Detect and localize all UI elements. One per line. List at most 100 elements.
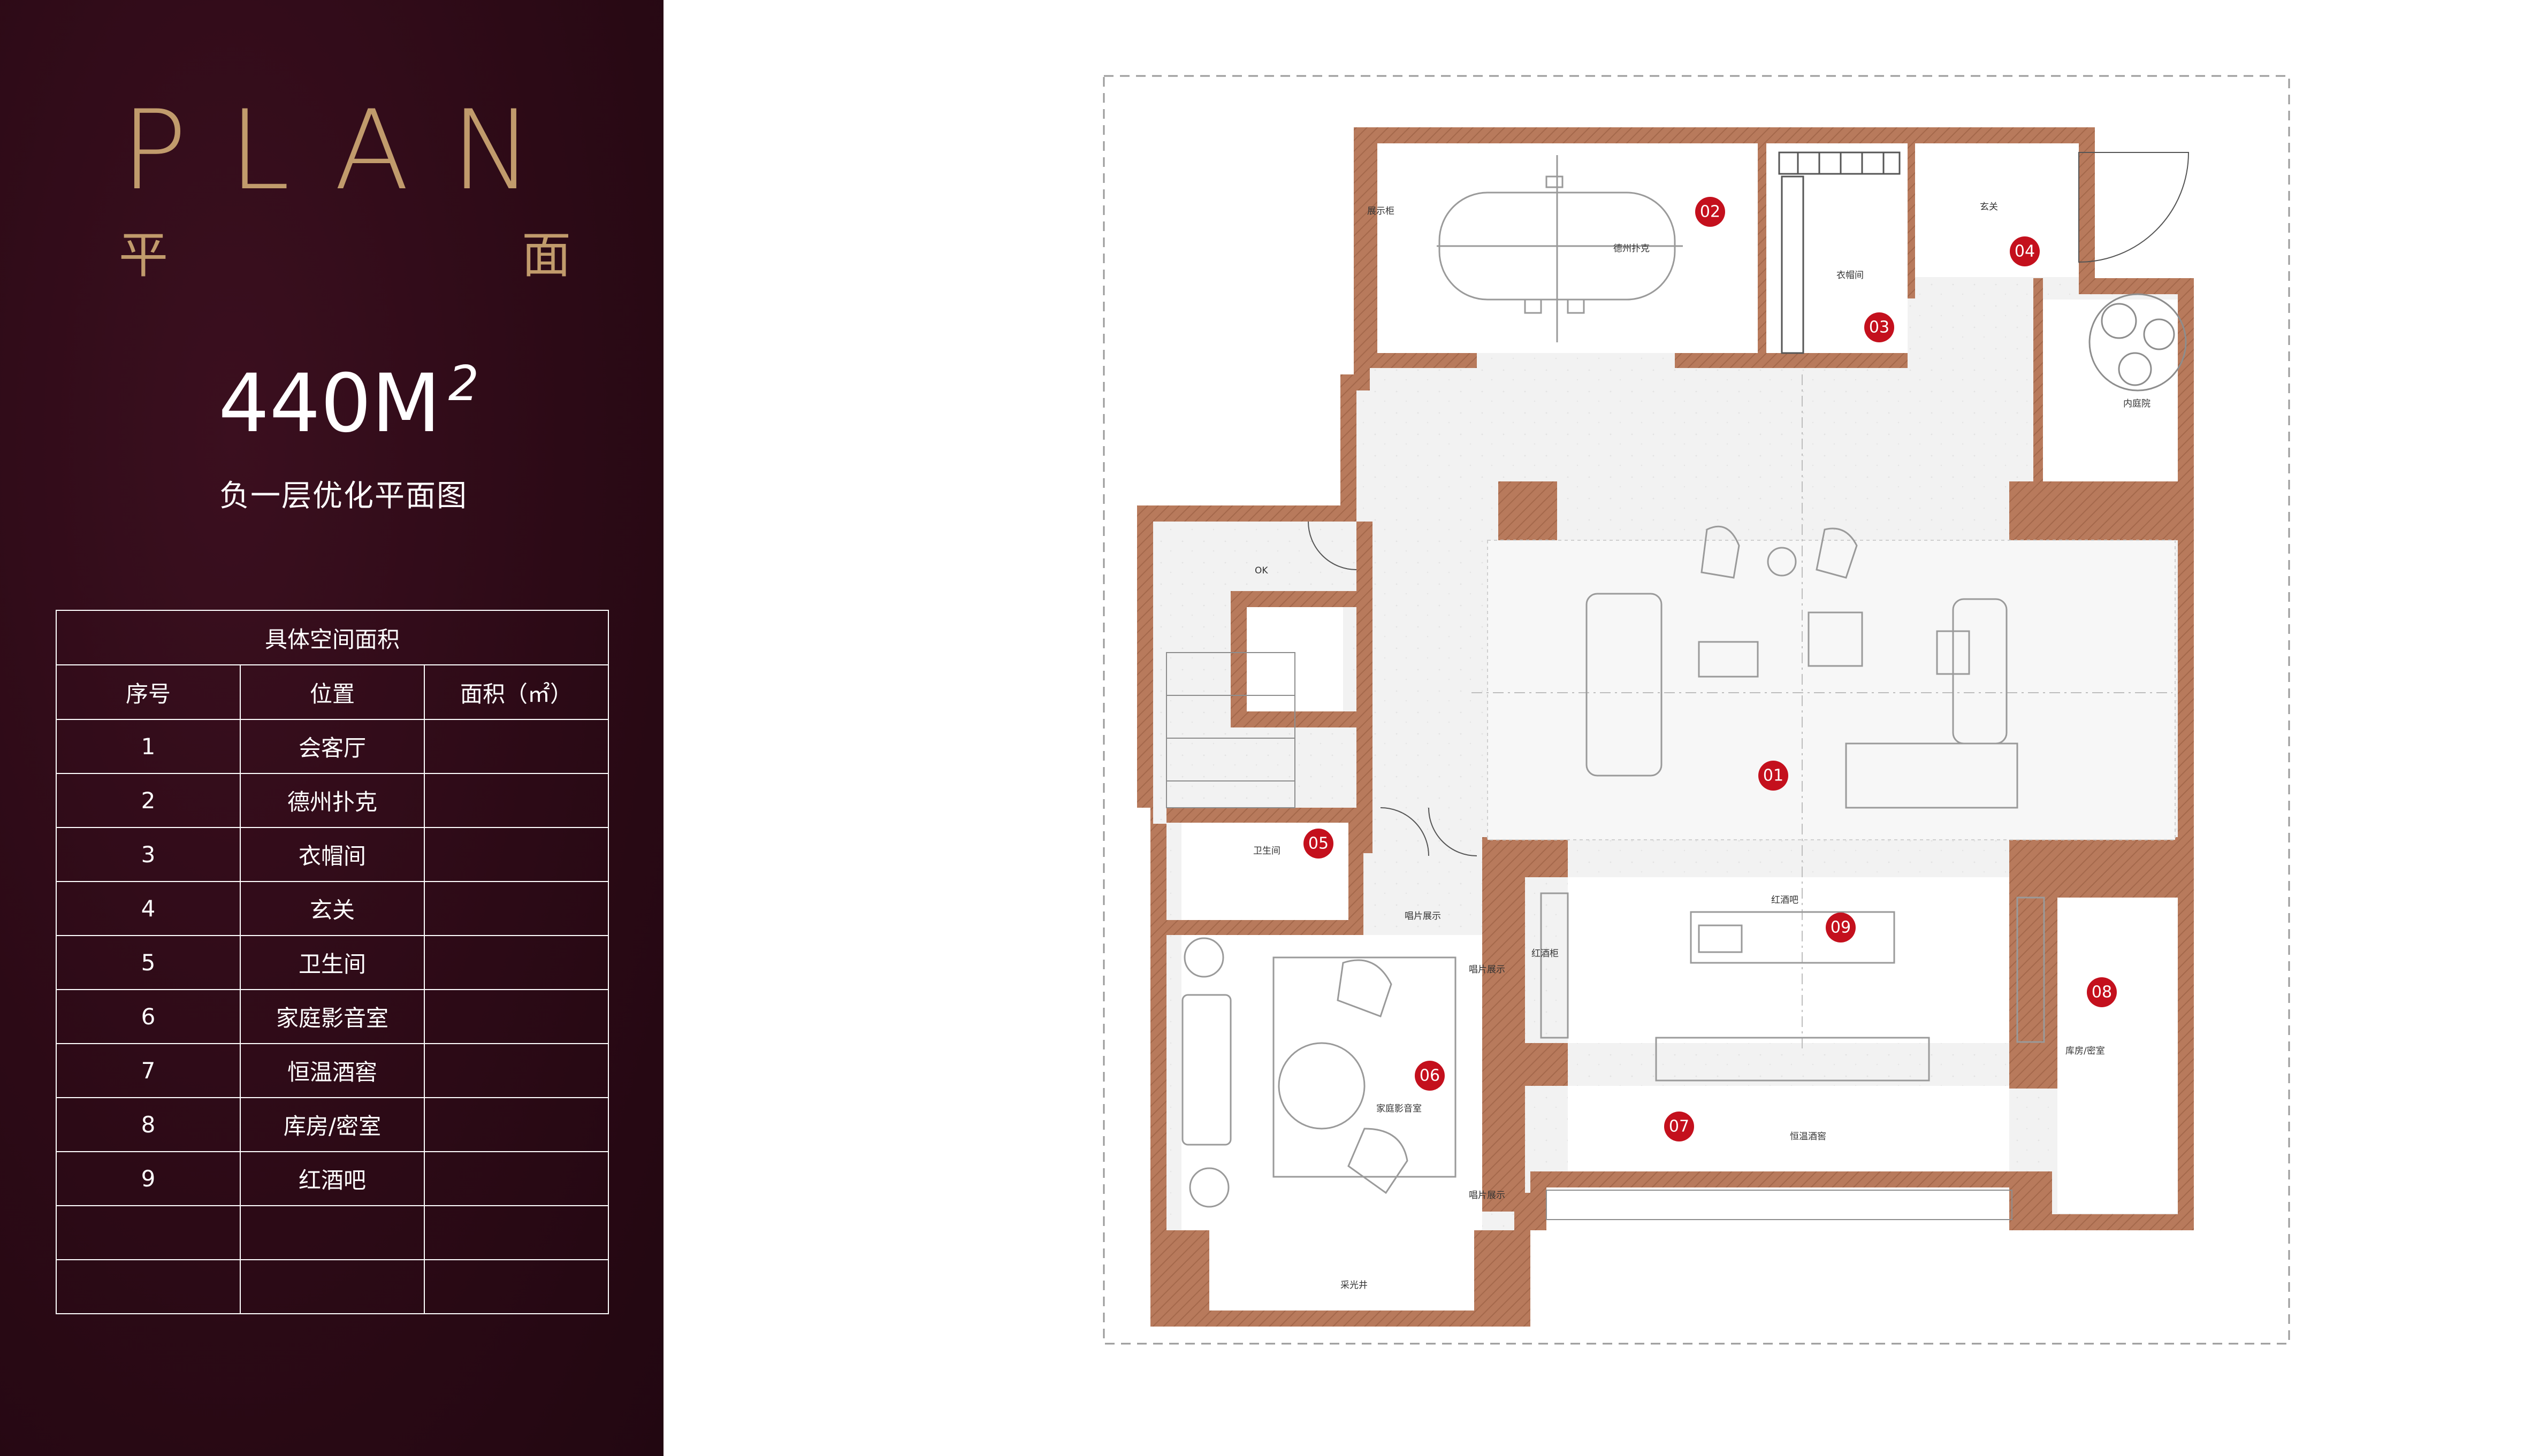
marker-02: 02: [1695, 197, 1725, 227]
doors: [1308, 152, 2190, 856]
cell-number: 2: [56, 773, 241, 828]
poker-furniture: [1437, 155, 1683, 342]
subtitle-left: 平: [119, 227, 169, 284]
tree-icon: [2088, 293, 2187, 392]
marker-01-label: 01: [1763, 767, 1783, 785]
cellar-rack: [1546, 1190, 2012, 1220]
cell-number: 7: [56, 1043, 241, 1098]
cell-area: [424, 1205, 609, 1260]
room-label-display: 展示柜: [1367, 206, 1394, 217]
cell-number: 6: [56, 989, 241, 1044]
room-label-cloak: 衣帽间: [1836, 270, 1864, 281]
cell-number: 4: [56, 881, 241, 936]
room-fills: [1181, 143, 2178, 1311]
cell-number: 5: [56, 935, 241, 990]
cell-location: 玄关: [240, 881, 425, 936]
room-label-theater: 家庭影音室: [1376, 1104, 1422, 1114]
column-header-area: 面积（㎡）: [424, 664, 609, 720]
room-label-bar-cabinet: 红酒柜: [1531, 948, 1559, 959]
area-superscript: 2: [448, 356, 479, 412]
cell-area: [424, 719, 609, 774]
marker-07: 07: [1664, 1112, 1694, 1141]
cell-area: [424, 1043, 609, 1098]
marker-09-label: 09: [1831, 918, 1851, 937]
cell-number: 3: [56, 827, 241, 882]
living-zone: [1487, 540, 2176, 840]
room-label-inner-garden: 内庭院: [2123, 399, 2151, 409]
cell-location: 恒温酒窖: [240, 1043, 425, 1098]
room-label-bar: 红酒吧: [1771, 895, 1798, 906]
cell-location: 卫生间: [240, 935, 425, 990]
cell-area: [424, 881, 609, 936]
cell-location: 库房/密室: [240, 1097, 425, 1152]
marker-04-label: 04: [2015, 242, 2035, 261]
room-label-record-display: 唱片展示: [1469, 1190, 1505, 1201]
marker-06-label: 06: [1420, 1067, 1440, 1085]
marker-08-label: 08: [2092, 983, 2112, 1002]
room-label-lightwell: 采光井: [1340, 1280, 1368, 1291]
floor-plan: 德州扑克 展示柜 衣帽间 玄关 内庭院 卫生间 红酒吧 红酒柜 唱片展示 唱片展…: [1103, 75, 2290, 1345]
area-value: 440M: [218, 357, 441, 450]
marker-09: 09: [1826, 913, 1856, 942]
cell-location: 德州扑克: [240, 773, 425, 828]
table-row: [56, 1259, 609, 1314]
cell-location: [240, 1205, 425, 1260]
drawing-frame: [1103, 75, 2290, 1345]
cell-area: [424, 773, 609, 828]
marker-03: 03: [1864, 312, 1894, 342]
cell-location: 红酒吧: [240, 1151, 425, 1206]
marker-04: 04: [2010, 236, 2040, 266]
cell-number: 1: [56, 719, 241, 774]
elevator-tag: OK: [1255, 565, 1268, 576]
marker-08: 08: [2087, 977, 2117, 1007]
cell-location: [240, 1259, 425, 1314]
bar-furniture: [1540, 892, 2045, 1082]
table-row: [56, 1205, 609, 1260]
plan-title: PLAN: [121, 87, 575, 214]
marker-02-label: 02: [1700, 203, 1720, 221]
column-header-number: 序号: [56, 664, 241, 720]
plan-caption: 负一层优化平面图: [219, 479, 468, 514]
cell-location: 会客厅: [240, 719, 425, 774]
cell-number: 9: [56, 1151, 241, 1206]
marker-03-label: 03: [1869, 318, 1889, 337]
table-title: 具体空间面积: [56, 610, 609, 665]
cell-area: [424, 1151, 609, 1206]
cell-number: [56, 1259, 241, 1314]
theater-furniture: [1181, 937, 1456, 1208]
room-label-entry: 玄关: [1980, 202, 1998, 212]
cell-number: [56, 1205, 241, 1260]
cell-area: [424, 989, 609, 1044]
cell-location: 家庭影音室: [240, 989, 425, 1044]
cell-area: [424, 1259, 609, 1314]
cell-area: [424, 1097, 609, 1152]
cell-number: 8: [56, 1097, 241, 1152]
cell-area: [424, 935, 609, 990]
marker-07-label: 07: [1669, 1117, 1689, 1136]
marker-01: 01: [1758, 761, 1788, 791]
living-furniture: [1585, 525, 2018, 809]
marker-06: 06: [1415, 1061, 1445, 1091]
room-label-storage: 库房/密室: [2065, 1046, 2105, 1056]
column-header-location: 位置: [240, 664, 425, 720]
cloak-rack: [1778, 151, 1901, 354]
room-label-poker: 德州扑克: [1613, 243, 1650, 254]
marker-05: 05: [1303, 829, 1333, 859]
marker-05-label: 05: [1308, 834, 1329, 853]
room-label-record-display: 唱片展示: [1469, 964, 1505, 975]
staircase: [1166, 652, 1295, 808]
cell-area: [424, 827, 609, 882]
subtitle-right: 面: [522, 227, 571, 284]
